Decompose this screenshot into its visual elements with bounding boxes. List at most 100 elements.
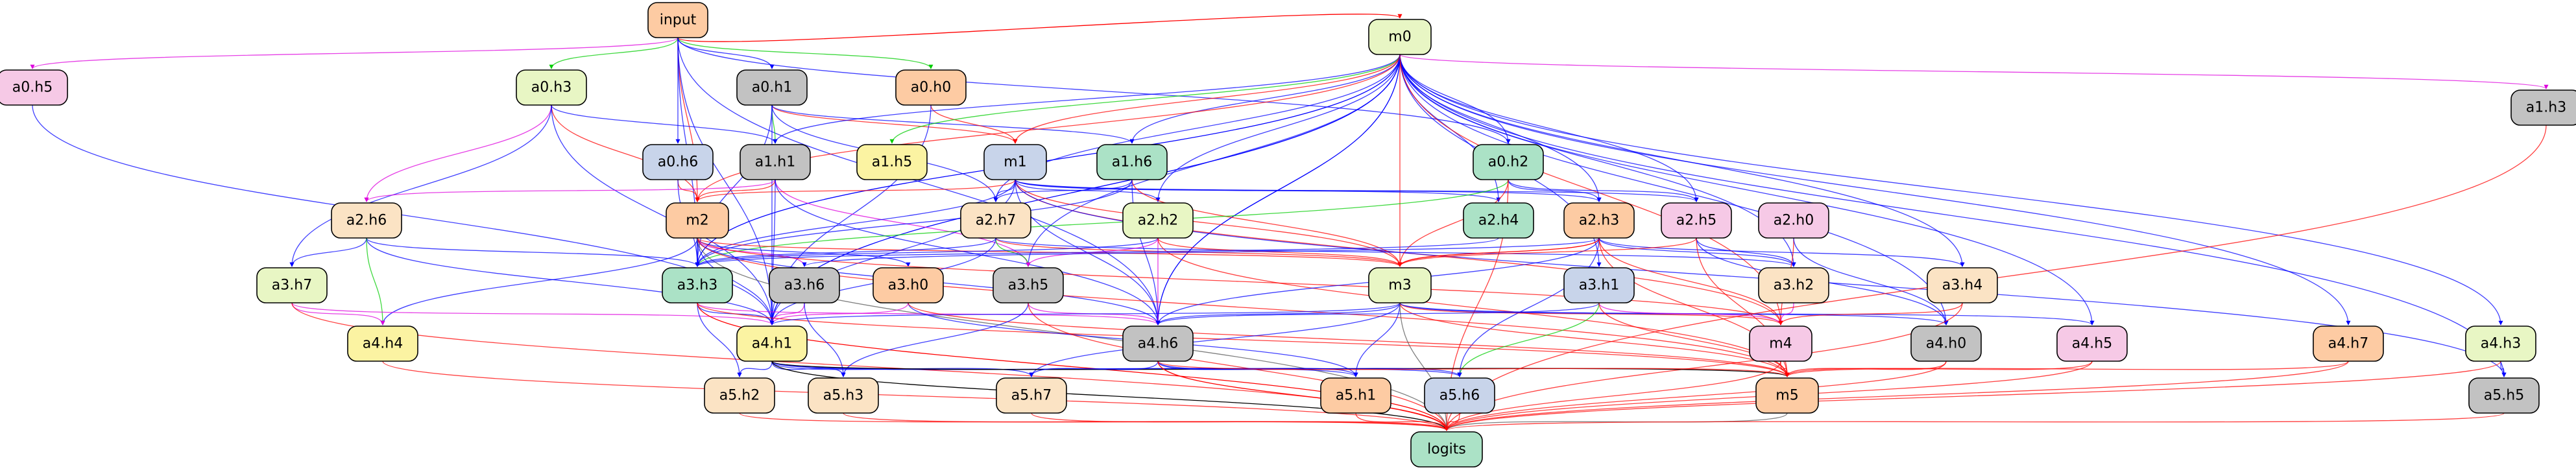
node-label-a3-h6: a3.h6 <box>784 278 825 294</box>
edge-a3-h6-to-a5-h3 <box>804 302 846 377</box>
edge-m0-to-a1-h3 <box>1399 54 2549 89</box>
node-a5-h3[interactable]: a5.h3 <box>808 377 879 414</box>
node-label-a5-h2: a5.h2 <box>719 388 760 404</box>
edge-a0-h1-to-a3-h3 <box>695 104 773 267</box>
node-box-a4-h7 <box>2313 326 2384 362</box>
edge-m0-to-m1 <box>1013 54 1401 144</box>
node-a0-h2[interactable]: a0.h2 <box>1473 144 1544 180</box>
node-box-a5-h5 <box>2468 377 2540 414</box>
node-a3-h1[interactable]: a3.h1 <box>1563 267 1635 303</box>
node-a2-h0[interactable]: a2.h0 <box>1758 202 1829 239</box>
node-a0-h5[interactable]: a0.h5 <box>0 69 68 106</box>
node-m2[interactable]: m2 <box>666 202 729 239</box>
node-box-a2-h2 <box>1122 202 1194 239</box>
edge-a3-h5-to-a5-h3 <box>841 302 1029 377</box>
edge-a0-h2-to-a3-h3 <box>695 179 1509 267</box>
node-a2-h6[interactable]: a2.h6 <box>331 202 402 239</box>
node-a2-h3[interactable]: a2.h3 <box>1563 202 1635 239</box>
node-a2-h5[interactable]: a2.h5 <box>1661 202 1732 239</box>
node-a5-h5[interactable]: a5.h5 <box>2468 377 2540 414</box>
node-a5-h7[interactable]: a5.h7 <box>996 377 1067 414</box>
node-box-logits <box>1410 431 1483 468</box>
node-m0[interactable]: m0 <box>1368 19 1432 55</box>
node-a0-h0[interactable]: a0.h0 <box>895 69 967 106</box>
node-m5[interactable]: m5 <box>1755 377 1819 414</box>
node-a3-h3[interactable]: a3.h3 <box>662 267 733 303</box>
node-a4-h6[interactable]: a4.h6 <box>1122 326 1194 362</box>
node-box-a3-h3 <box>662 267 733 303</box>
node-m3[interactable]: m3 <box>1368 267 1432 303</box>
node-box-a3-h1 <box>1563 267 1635 303</box>
node-a2-h7[interactable]: a2.h7 <box>960 202 1031 239</box>
node-a5-h1[interactable]: a5.h1 <box>1320 377 1391 414</box>
node-a3-h7[interactable]: a3.h7 <box>256 267 328 303</box>
edge-a3-h1-to-m5 <box>1598 302 1790 377</box>
edge-a3-h3-to-a4-h6 <box>697 302 1161 326</box>
node-label-a5-h6: a5.h6 <box>1439 388 1480 404</box>
node-a3-h5[interactable]: a3.h5 <box>993 267 1064 303</box>
edge-m2-to-m3 <box>697 237 1402 267</box>
edge-a2-h6-to-a3-h7 <box>289 237 367 267</box>
node-m4[interactable]: m4 <box>1749 326 1812 362</box>
edge-a2-h2-to-m3 <box>1157 237 1402 267</box>
edge-a4-h4-to-logits <box>382 361 1449 431</box>
node-label-a3-h5: a3.h5 <box>1008 278 1048 294</box>
node-a5-h6[interactable]: a5.h6 <box>1424 377 1495 414</box>
node-a5-h2[interactable]: a5.h2 <box>704 377 775 414</box>
node-a4-h5[interactable]: a4.h5 <box>2056 326 2128 362</box>
node-a1-h5[interactable]: a1.h5 <box>856 144 928 180</box>
edge-m1-to-a3-h3 <box>695 179 1016 267</box>
edge-a4-h1-to-a5-h2 <box>737 361 773 377</box>
edge-a1-h6-to-m3 <box>1131 179 1402 267</box>
edge-a2-h6-to-a4-h4 <box>366 237 385 326</box>
node-label-a5-h7: a5.h7 <box>1011 388 1052 404</box>
edge-a2-h6-to-a4-h1 <box>366 237 775 326</box>
node-a2-h4[interactable]: a2.h4 <box>1463 202 1534 239</box>
node-a3-h2[interactable]: a3.h2 <box>1758 267 1829 303</box>
node-box-m0 <box>1368 19 1432 55</box>
edge-m0-to-a4-h3 <box>1399 54 2503 326</box>
node-a4-h7[interactable]: a4.h7 <box>2313 326 2384 362</box>
node-label-a0-h5: a0.h5 <box>12 80 53 96</box>
node-label-a5-h1: a5.h1 <box>1336 388 1376 404</box>
node-a1-h1[interactable]: a1.h1 <box>740 144 811 180</box>
node-a3-h6[interactable]: a3.h6 <box>769 267 840 303</box>
edge-a2-h5-to-m3 <box>1397 237 1697 267</box>
node-box-input <box>647 2 708 38</box>
node-a4-h3[interactable]: a4.h3 <box>2465 326 2536 362</box>
edge-a3-h6-to-a4-h1 <box>769 302 805 326</box>
node-a4-h1[interactable]: a4.h1 <box>736 326 808 362</box>
edge-a4-h0-to-logits <box>1444 361 1947 431</box>
node-input[interactable]: input <box>647 2 708 38</box>
node-a0-h6[interactable]: a0.h6 <box>642 144 714 180</box>
edge-a2-h3-to-m4 <box>1598 237 1783 326</box>
node-a0-h3[interactable]: a0.h3 <box>516 69 587 106</box>
edge-m3-to-a5-h1 <box>1353 302 1401 377</box>
edge-input-to-a4-h1 <box>677 37 775 326</box>
node-a0-h1[interactable]: a0.h1 <box>736 69 808 106</box>
node-box-a5-h6 <box>1424 377 1495 414</box>
node-box-m1 <box>983 144 1047 180</box>
edge-a2-h7-to-a3-h5 <box>995 237 1031 267</box>
node-box-a5-h3 <box>808 377 879 414</box>
node-label-a4-h6: a4.h6 <box>1138 336 1178 352</box>
node-m1[interactable]: m1 <box>983 144 1047 180</box>
edge-m1-to-a2-h2 <box>1015 179 1161 202</box>
edge-input-to-a0-h5 <box>30 37 679 69</box>
node-label-a4-h5: a4.h5 <box>2072 336 2112 352</box>
node-a1-h3[interactable]: a1.h3 <box>2510 89 2576 126</box>
edge-input-to-a0-h3 <box>549 37 679 69</box>
node-logits[interactable]: logits <box>1410 431 1483 468</box>
node-box-a0-h2 <box>1473 144 1544 180</box>
edge-a5-h6-to-logits <box>1444 412 1460 431</box>
edge-a3-h7-to-a4-h4 <box>291 302 385 326</box>
node-box-a0-h6 <box>642 144 714 180</box>
node-a3-h4[interactable]: a3.h4 <box>1927 267 1998 303</box>
node-a3-h0[interactable]: a3.h0 <box>873 267 944 303</box>
node-a4-h4[interactable]: a4.h4 <box>347 326 418 362</box>
node-label-a0-h1: a0.h1 <box>752 80 792 96</box>
node-a2-h2[interactable]: a2.h2 <box>1122 202 1194 239</box>
node-a1-h6[interactable]: a1.h6 <box>1096 144 1168 180</box>
node-a4-h0[interactable]: a4.h0 <box>1910 326 1982 362</box>
